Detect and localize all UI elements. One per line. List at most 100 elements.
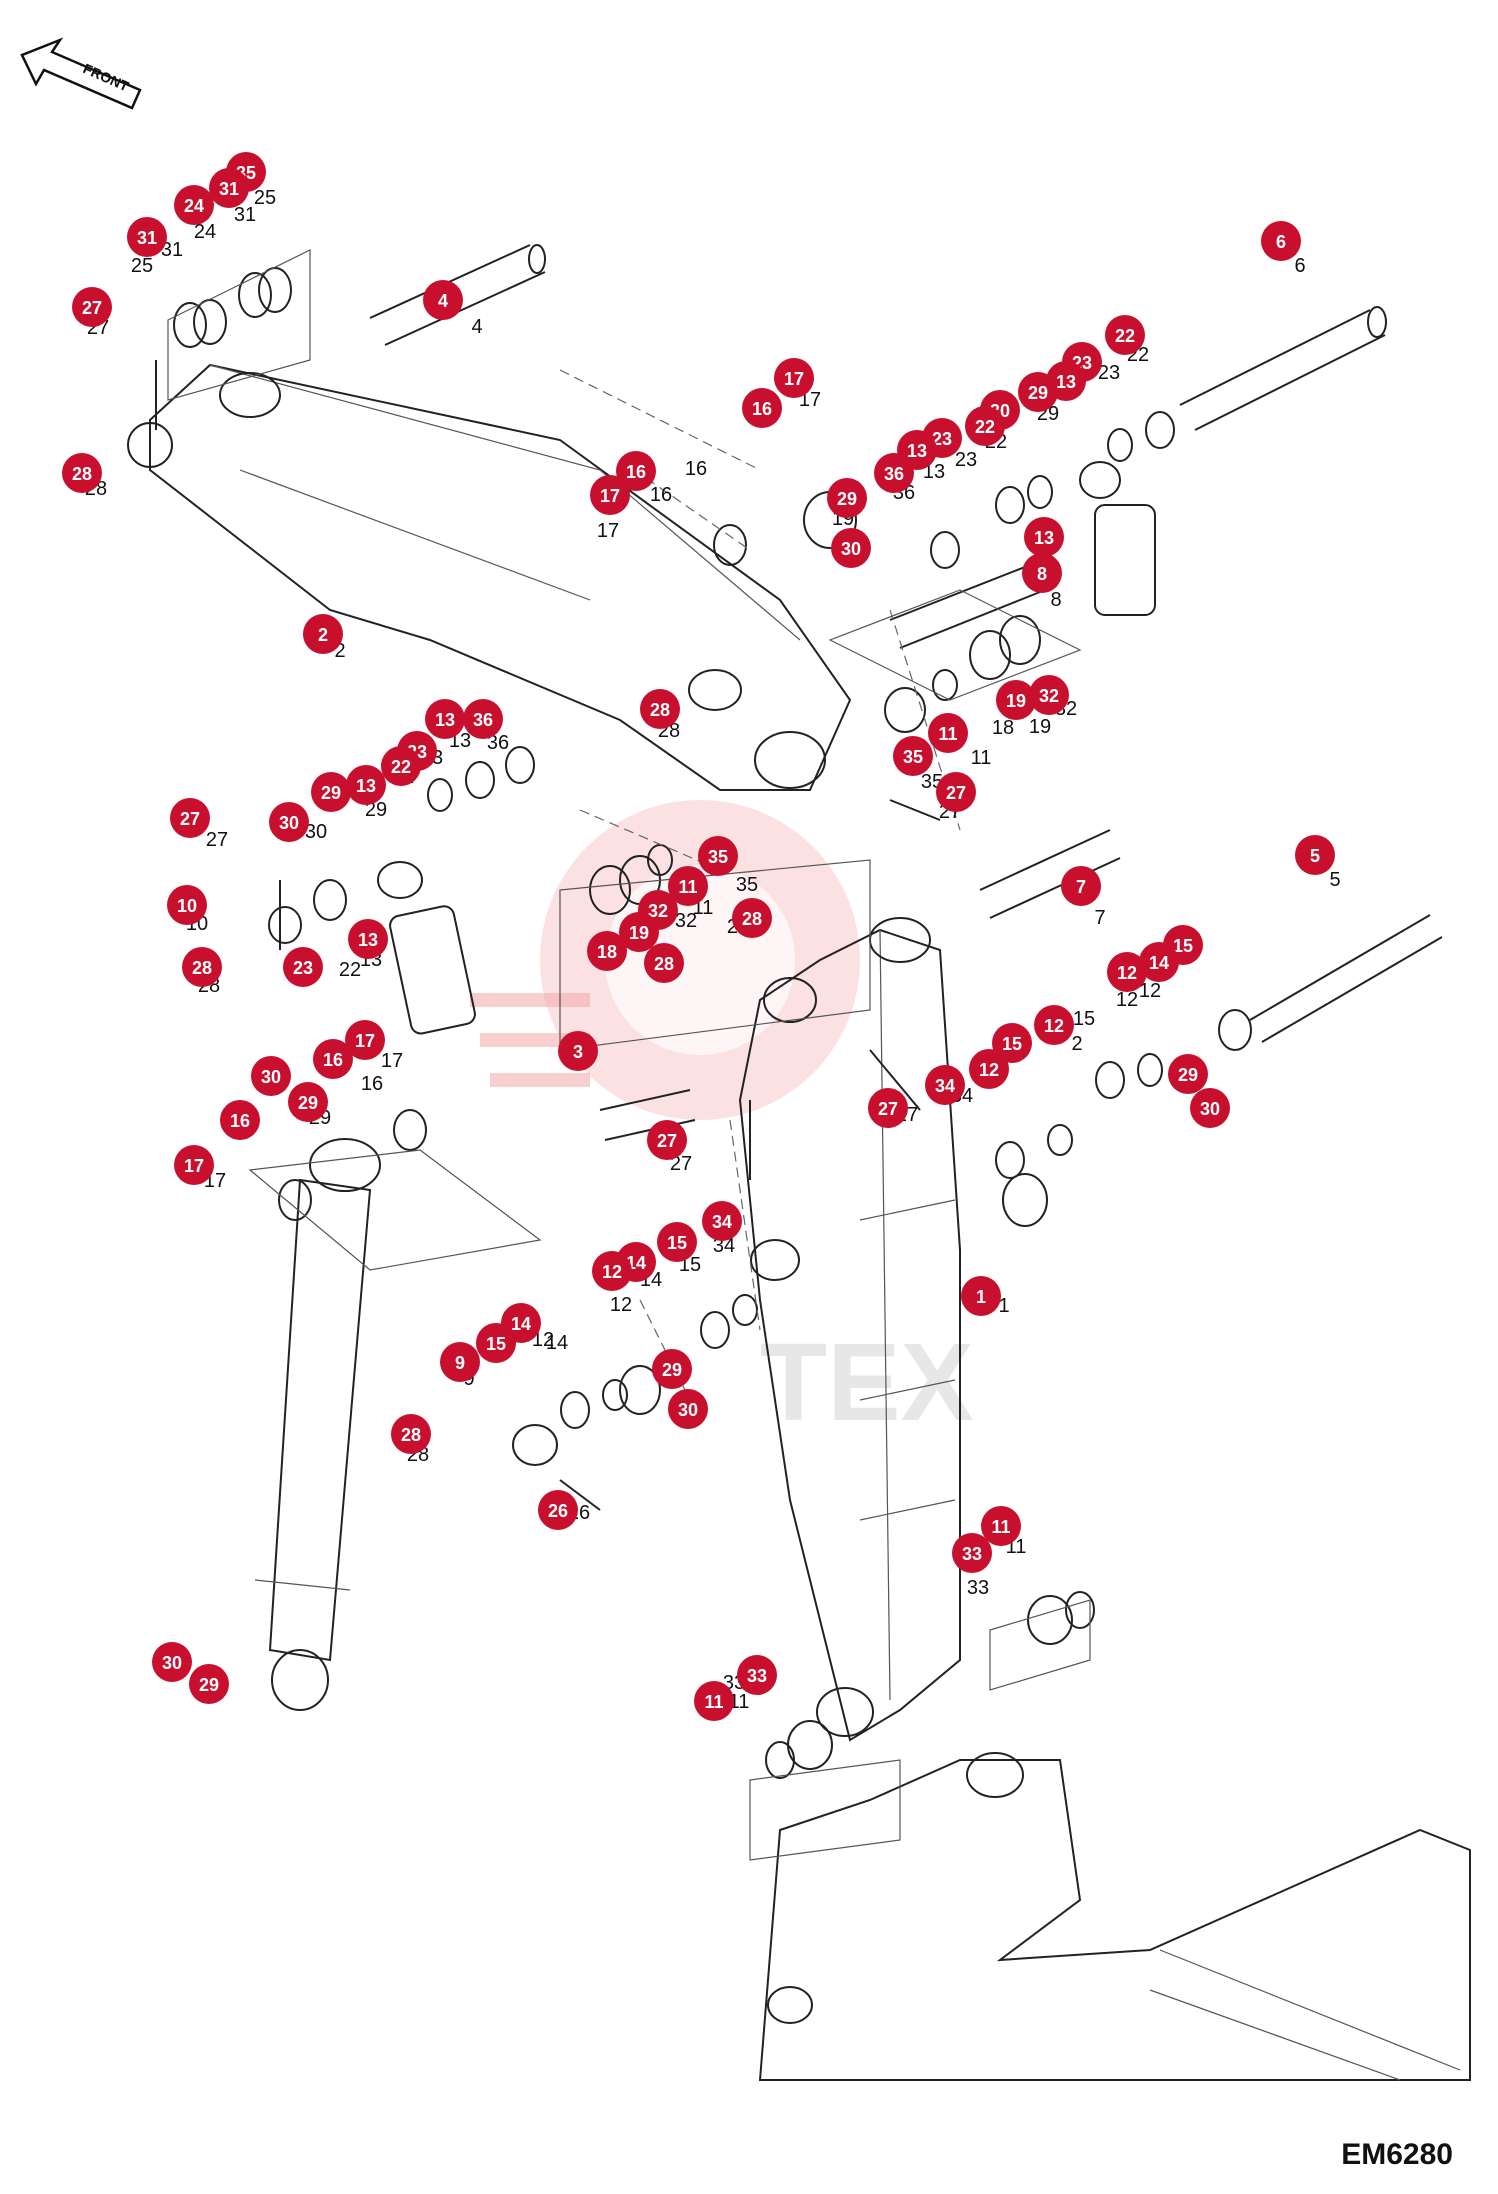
callout-marker-number: 30: [1200, 1099, 1220, 1119]
callout-marker-circle: [590, 475, 630, 515]
callout-marker-circle: [868, 1088, 908, 1128]
callout-marker-circle: [1168, 1054, 1208, 1094]
callout-marker-number: 23: [932, 429, 952, 449]
callout-marker-circle: [313, 1039, 353, 1079]
callout-marker-number: 33: [962, 1544, 982, 1564]
bolts: [155, 360, 941, 1511]
arm-cylinder: [1079, 461, 1156, 616]
callout-marker-circle: [283, 947, 323, 987]
callout-marker-number: 17: [784, 369, 804, 389]
callout-marker-32: 32: [1029, 675, 1069, 715]
callout-marker-circle: [62, 453, 102, 493]
callout-marker-27: 27: [170, 798, 210, 838]
callout-marker-circle: [996, 680, 1036, 720]
callout-marker-circle: [345, 1020, 385, 1060]
callout-marker-30: 30: [251, 1056, 291, 1096]
part-number-label: 24: [194, 221, 216, 243]
callout-marker-number: 15: [1173, 936, 1193, 956]
callout-marker-7: 7: [1061, 866, 1101, 906]
callout-marker-circle: [657, 1222, 697, 1262]
callout-marker-1: 1: [961, 1276, 1001, 1316]
callout-marker-number: 5: [1310, 846, 1320, 866]
callout-marker-30: 30: [831, 528, 871, 568]
callout-marker-30: 30: [152, 1642, 192, 1682]
callout-marker-number: 30: [162, 1653, 182, 1673]
part-number-label: 5: [1329, 869, 1340, 891]
callout-marker-26: 26: [538, 1490, 578, 1530]
callout-marker-number: 30: [841, 539, 861, 559]
callout-marker-circle: [702, 1201, 742, 1241]
callout-marker-circle: [476, 1323, 516, 1363]
callout-marker-circle: [209, 168, 249, 208]
part-number-label: 23: [955, 449, 977, 471]
callout-marker-number: 14: [1149, 953, 1169, 973]
callout-marker-circle: [1295, 835, 1335, 875]
callout-marker-27: 27: [72, 287, 112, 327]
callout-marker-circle: [127, 217, 167, 257]
callout-marker-number: 11: [991, 1517, 1010, 1537]
callout-marker-number: 27: [878, 1099, 898, 1119]
callout-marker-27: 27: [936, 772, 976, 812]
callout-marker-circle: [1034, 1005, 1074, 1045]
callout-marker-17: 17: [774, 358, 814, 398]
callout-marker-11: 11: [668, 866, 708, 906]
callout-marker-28: 28: [62, 453, 102, 493]
callout-marker-circle: [167, 885, 207, 925]
callout-marker-circle: [1107, 952, 1147, 992]
callout-marker-number: 33: [747, 1666, 767, 1686]
callout-marker-number: 29: [1178, 1065, 1198, 1085]
callout-marker-18: 18: [587, 931, 627, 971]
callout-marker-33: 33: [952, 1533, 992, 1573]
callout-marker-28: 28: [640, 689, 680, 729]
callout-marker-30: 30: [1190, 1088, 1230, 1128]
callout-marker-circle: [827, 478, 867, 518]
callout-marker-13: 13: [425, 699, 465, 739]
callout-marker-34: 34: [702, 1201, 742, 1241]
callout-marker-number: 16: [230, 1111, 250, 1131]
callout-marker-circle: [381, 746, 421, 786]
callout-marker-number: 27: [657, 1131, 677, 1151]
callout-marker-14: 14: [1139, 942, 1179, 982]
callout-marker-24: 24: [174, 185, 214, 225]
callout-marker-31: 31: [209, 168, 249, 208]
callout-marker-number: 11: [678, 877, 697, 897]
callout-marker-circle: [425, 699, 465, 739]
callout-marker-circle: [391, 1414, 431, 1454]
callout-marker-number: 36: [473, 710, 493, 730]
callout-marker-number: 26: [548, 1501, 568, 1521]
callout-marker-number: 13: [356, 776, 376, 796]
callout-marker-number: 29: [199, 1675, 219, 1695]
callout-marker-11: 11: [694, 1681, 734, 1721]
callout-marker-28: 28: [732, 898, 772, 938]
callout-marker-circle: [698, 836, 738, 876]
callout-marker-number: 22: [975, 417, 995, 437]
callout-marker-circle: [303, 614, 343, 654]
boom-assembly: [738, 917, 961, 1742]
callout-marker-number: 13: [435, 710, 455, 730]
callout-marker-circle: [952, 1533, 992, 1573]
callout-marker-number: 19: [1006, 691, 1026, 711]
callout-marker-circle: [1139, 942, 1179, 982]
callout-marker-6: 6: [1261, 221, 1301, 261]
callout-marker-number: 31: [219, 179, 239, 199]
callout-marker-16: 16: [616, 451, 656, 491]
part-number-label: 31: [161, 239, 183, 261]
callout-marker-circle: [742, 388, 782, 428]
callout-marker-5: 5: [1295, 835, 1335, 875]
callout-marker-number: 8: [1037, 564, 1047, 584]
callout-marker-number: 32: [1039, 686, 1059, 706]
part-number-label: 12: [1116, 989, 1138, 1011]
callout-marker-12: 12: [1107, 952, 1147, 992]
part-number-label: 11: [971, 747, 992, 769]
callout-marker-17: 17: [590, 475, 630, 515]
callout-marker-circle: [616, 451, 656, 491]
part-number-label: 30: [305, 821, 327, 843]
callout-marker-number: 35: [903, 747, 923, 767]
callout-marker-number: 29: [1028, 383, 1048, 403]
part-number-label: 27: [670, 1153, 692, 1175]
callout-marker-circle: [346, 765, 386, 805]
callout-marker-number: 28: [192, 958, 212, 978]
callout-marker-8: 8: [1022, 553, 1062, 593]
callout-marker-circle: [220, 1100, 260, 1140]
callout-marker-number: 15: [1002, 1034, 1022, 1054]
